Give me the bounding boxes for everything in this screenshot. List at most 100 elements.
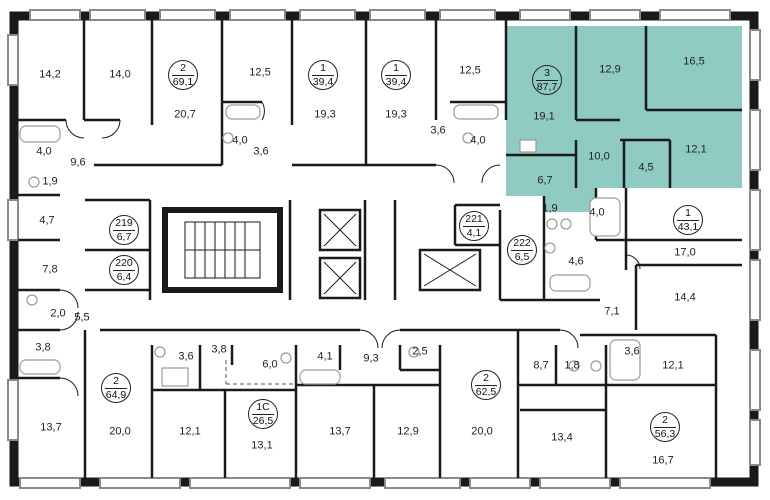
room-area-label: 7,8 [42, 263, 58, 276]
room-area-label: 12,1 [662, 359, 684, 372]
badge-divider [511, 250, 533, 251]
highlighted-apartment[interactable] [506, 26, 742, 212]
room-area-label: 4,7 [39, 214, 55, 227]
apartment-area: 64,9 [105, 389, 127, 401]
badge-divider [475, 385, 497, 386]
badge-divider [677, 220, 699, 221]
elevators [323, 213, 477, 295]
apartment-rooms: 1 [393, 62, 399, 74]
room-area-label: 3,8 [35, 341, 51, 354]
bathroom-fixtures [19, 104, 641, 387]
room-area-label: 20,0 [109, 425, 131, 438]
room-area-label: 19,1 [533, 110, 555, 123]
badge-divider [463, 226, 485, 227]
room-area-label: 12,1 [685, 143, 707, 156]
apartment-area: 62,5 [475, 386, 497, 398]
room-area-label: 17,0 [674, 246, 696, 259]
room-area-label: 12,5 [249, 66, 271, 79]
room-area-label: 13,7 [40, 421, 62, 434]
room-area-label: 1,9 [42, 175, 58, 188]
room-area-label: 7,1 [604, 305, 620, 318]
badge-divider [385, 75, 407, 76]
apartment-rooms: 2 [180, 62, 186, 74]
apartment-area: 6,4 [116, 271, 132, 283]
room-area-label: 14,0 [109, 68, 131, 81]
apartment-area: 43,1 [677, 221, 699, 233]
badge-divider [252, 414, 274, 415]
room-area-label: 4,0 [36, 145, 52, 158]
room-area-label: 14,4 [674, 291, 696, 304]
room-area-label: 12,5 [459, 64, 481, 77]
apartment-rooms: 1 [320, 62, 326, 74]
room-area-label: 8,7 [533, 359, 549, 372]
room-area-label: 4,6 [568, 255, 584, 268]
room-area-label: 1,9 [542, 202, 558, 215]
room-area-label: 4,0 [589, 206, 605, 219]
apartment-rooms: 222 [513, 237, 531, 249]
room-area-label: 20,7 [174, 108, 196, 121]
room-area-label: 4,5 [638, 161, 654, 174]
badge-divider [172, 75, 194, 76]
room-area-label: 13,1 [251, 439, 273, 452]
room-area-label: 13,7 [329, 425, 351, 438]
apartment-rooms: 1 [685, 207, 691, 219]
room-area-label: 3,8 [211, 343, 227, 356]
apartment-area: 26,5 [252, 415, 274, 427]
apartment-area: 4,1 [466, 227, 482, 239]
apartment-area: 6,7 [116, 231, 132, 243]
room-area-label: 12,1 [179, 425, 201, 438]
room-area-label: 20,0 [471, 425, 493, 438]
room-area-label: 1,8 [564, 359, 580, 372]
room-area-label: 4,0 [232, 134, 248, 147]
room-area-label: 10,0 [588, 150, 610, 163]
room-area-label: 19,3 [385, 108, 407, 121]
apartment-area: 69,1 [172, 76, 194, 88]
room-area-label: 6,0 [262, 358, 278, 371]
room-area-label: 12,9 [397, 425, 419, 438]
apartment-area: 87,7 [536, 81, 558, 93]
room-area-label: 16,7 [652, 454, 674, 467]
badge-divider [536, 80, 558, 81]
room-area-label: 16,5 [683, 55, 705, 68]
room-area-label: 3,6 [178, 350, 194, 363]
room-area-label: 3,6 [624, 345, 640, 358]
apartment-rooms: 219 [115, 217, 133, 229]
apartment-badge-apt-1c-26[interactable]: 1С 26,5 [248, 399, 278, 429]
room-area-label: 3,6 [253, 145, 269, 158]
room-area-label: 12,9 [599, 63, 621, 76]
room-area-label: 9,3 [363, 352, 379, 365]
room-area-label: 9,6 [70, 156, 86, 169]
window-marks [7, 9, 761, 489]
door-swings [59, 101, 641, 397]
room-area-label: 5,5 [74, 311, 90, 324]
apartment-rooms: 2 [662, 414, 668, 426]
room-area-label: 3,6 [430, 124, 446, 137]
apartment-rooms: 220 [115, 257, 133, 269]
room-area-label: 6,7 [537, 174, 553, 187]
room-area-label: 4,1 [317, 350, 333, 363]
badge-divider [105, 388, 127, 389]
room-area-label: 13,4 [551, 431, 573, 444]
badge-divider [654, 427, 676, 428]
apartment-area: 39,4 [312, 76, 334, 88]
apartment-rooms: 1С [256, 401, 270, 413]
apartment-rooms: 3 [544, 67, 550, 79]
badge-divider [113, 230, 135, 231]
apartment-area: 39,4 [385, 76, 407, 88]
apartment-rooms: 2 [113, 375, 119, 387]
room-area-label: 19,3 [314, 108, 336, 121]
badge-divider [113, 270, 135, 271]
